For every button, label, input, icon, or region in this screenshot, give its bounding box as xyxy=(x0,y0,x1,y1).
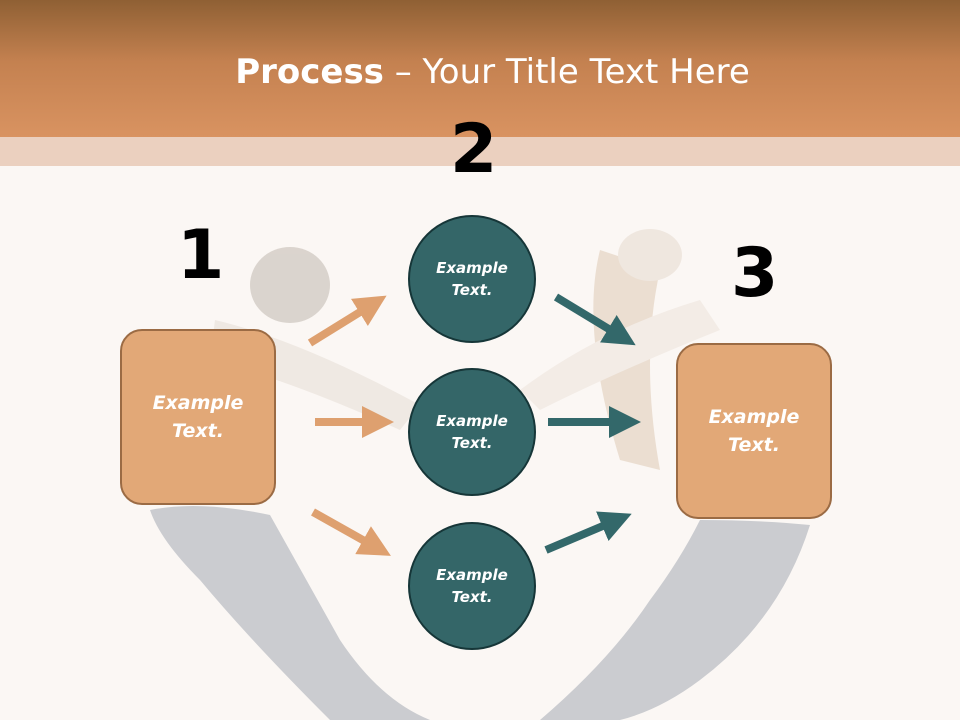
title-rest: – Your Title Text Here xyxy=(383,52,750,92)
circle-top: Example Text. xyxy=(408,215,536,343)
title-banner xyxy=(0,0,960,137)
circle-middle-label: Example Text. xyxy=(436,411,508,453)
title-underband xyxy=(0,137,960,166)
arrow-down-right-teal xyxy=(553,293,636,346)
arrow-down-right-orange xyxy=(311,508,391,556)
circle-bottom: Example Text. xyxy=(408,522,536,650)
step-number-2: 2 xyxy=(450,110,498,189)
left-box-label: Example Text. xyxy=(152,391,244,443)
step-number-1: 1 xyxy=(177,216,225,295)
title-bold: Process xyxy=(235,52,384,92)
right-box-label: Example Text. xyxy=(708,405,800,457)
circle-middle: Example Text. xyxy=(408,368,536,496)
right-text-box: Example Text. xyxy=(676,343,832,519)
step-number-3: 3 xyxy=(731,234,779,313)
arrow-up-right-teal xyxy=(544,511,632,554)
circle-top-label: Example Text. xyxy=(436,258,508,300)
slide-title: Process – Your Title Text Here xyxy=(0,52,960,92)
arrow-up-right-orange xyxy=(307,295,387,347)
left-text-box: Example Text. xyxy=(120,329,276,505)
circle-bottom-label: Example Text. xyxy=(436,565,508,607)
